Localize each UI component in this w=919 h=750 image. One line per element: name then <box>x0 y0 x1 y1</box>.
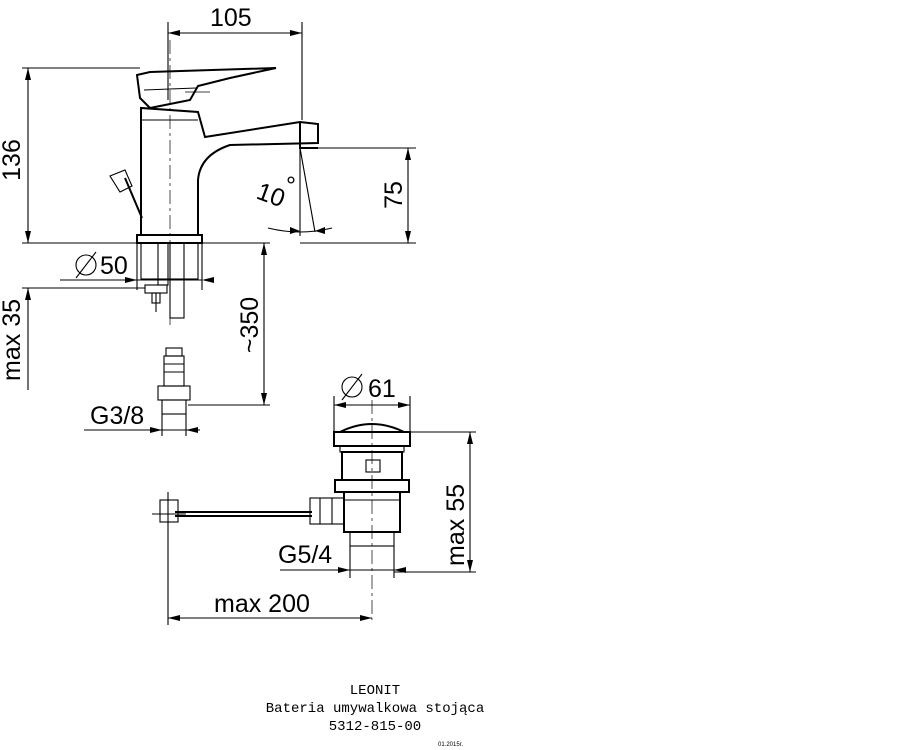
dim-max-35: max 35 <box>0 299 26 381</box>
dim-g54: G5/4 <box>278 541 332 569</box>
dim-dia-61: 61 <box>368 375 396 403</box>
brand-name: LEONIT <box>350 683 400 699</box>
body-column <box>140 106 319 236</box>
dim-350: ~350 <box>236 297 264 353</box>
dim-dia-50: 50 <box>100 252 128 280</box>
faucet-body <box>109 67 319 415</box>
product-description: Bateria umywalkowa stojąca <box>266 701 484 717</box>
dim-105: 105 <box>210 4 252 32</box>
dim-max-55: max 55 <box>442 484 470 566</box>
dim-136: 136 <box>0 139 26 181</box>
dim-angle: 10 <box>253 177 289 213</box>
title-block: LEONIT Bateria umywalkowa stojąca 5312-8… <box>266 683 484 748</box>
dim-angle-degree: ° <box>286 172 296 200</box>
dim-75: 75 <box>380 181 408 209</box>
product-code: 5312-815-00 <box>329 719 421 735</box>
dimension-lines <box>22 22 476 625</box>
drawing-date: 01.2015r. <box>438 742 463 748</box>
lever-handle <box>135 67 277 110</box>
dim-g38: G3/8 <box>90 402 144 430</box>
drain-assembly <box>152 423 411 547</box>
dim-max-200: max 200 <box>214 590 310 618</box>
center-lines <box>169 40 373 620</box>
dimension-labels: 105 136 75 10 ° 50 max 35 ~350 G3/8 61 m… <box>0 4 470 618</box>
